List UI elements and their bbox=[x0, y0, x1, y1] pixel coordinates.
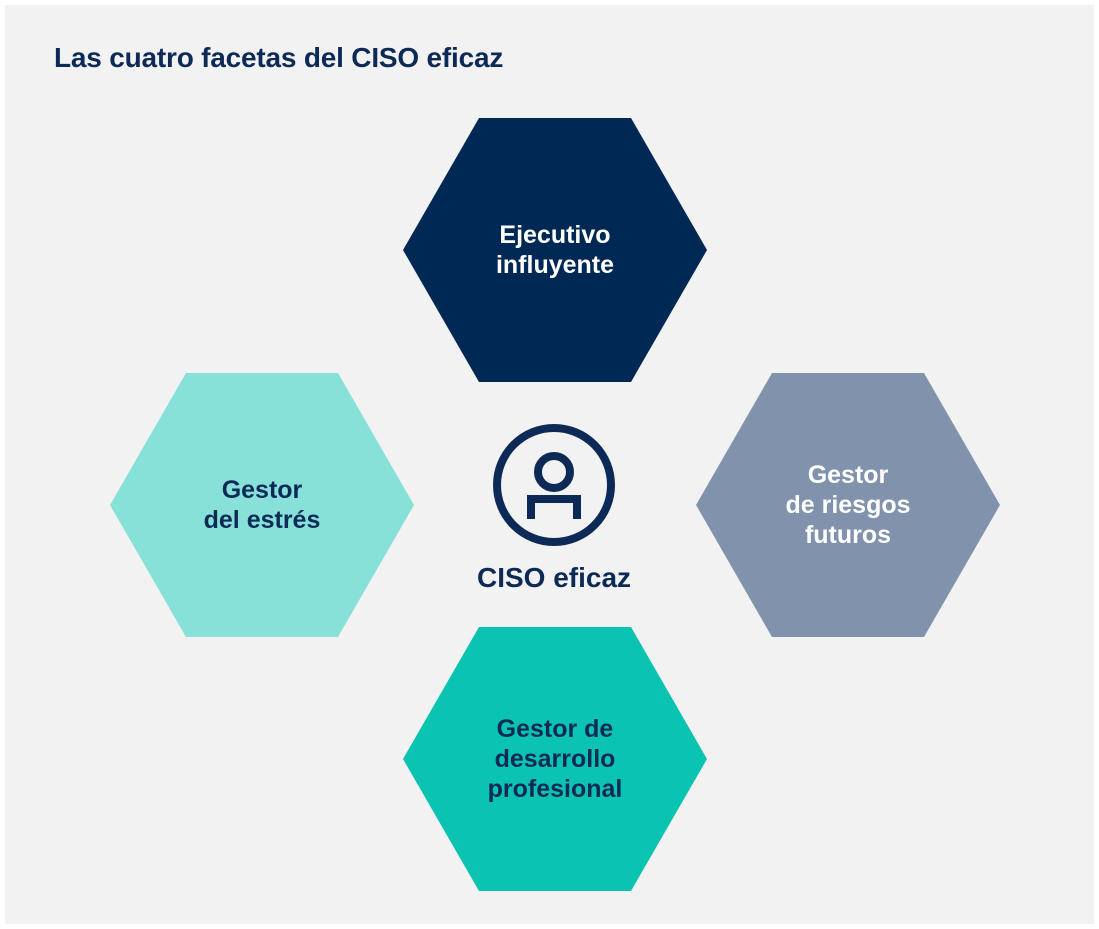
hexagon-label: Gestor de desarrollo profesional bbox=[487, 715, 623, 803]
center-label: CISO eficaz bbox=[476, 562, 632, 593]
person-icon bbox=[493, 424, 615, 546]
diagram-title: Las cuatro facetas del CISO eficaz bbox=[54, 42, 504, 73]
hexagon-label: Ejecutivo influyente bbox=[495, 221, 615, 279]
hexagon-gestor-de-riesgos-futuros: Gestor de riesgos futuros bbox=[696, 373, 1000, 637]
hexagon-label: Gestor de riesgos futuros bbox=[785, 461, 911, 549]
hexagon-label: Gestor del estrés bbox=[203, 476, 321, 534]
